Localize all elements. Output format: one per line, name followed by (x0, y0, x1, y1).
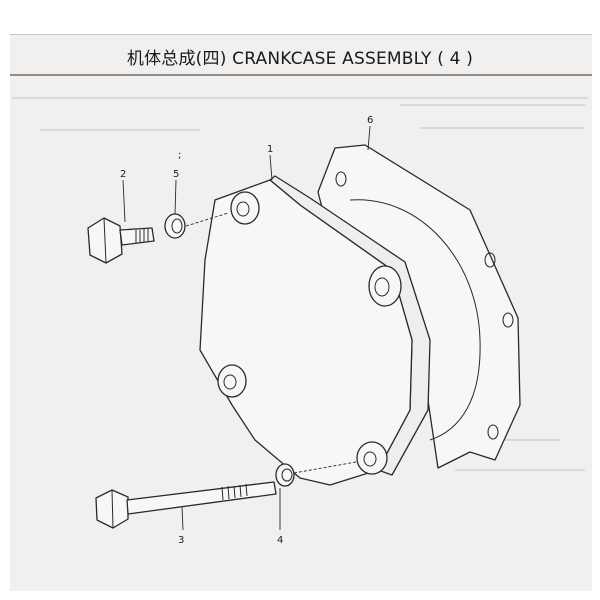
gasket-hole-icon (335, 171, 347, 187)
callout-2: 2 (120, 169, 126, 180)
cover-boss-icon (217, 364, 247, 398)
callout-1: 1 (267, 144, 273, 155)
bleed-through-marks (12, 97, 588, 471)
crankcase-cover-part-1 (199, 175, 431, 486)
title-rule (10, 74, 592, 76)
callout-4: 4 (277, 535, 283, 546)
washer-part-4 (275, 461, 357, 487)
page-title: 机体总成(四) CRANKCASE ASSEMBLY ( 4 ) (126, 49, 474, 69)
leader-lines (122, 125, 371, 531)
washer-part-5 (164, 212, 229, 239)
callout-5: 5 (173, 169, 179, 180)
callout-6: 6 (367, 115, 373, 126)
callout-3: 3 (178, 535, 184, 546)
long-bolt-part-3 (95, 481, 277, 529)
cover-boss-icon (356, 441, 388, 475)
scan-mark: ; (178, 150, 181, 161)
gasket-hole-icon (502, 312, 514, 328)
gasket-hole-icon (484, 252, 496, 268)
short-bolt-part-2 (87, 217, 155, 264)
cover-boss-icon (368, 265, 402, 307)
cover-boss-icon (230, 191, 260, 225)
gasket-hole-icon (487, 424, 499, 440)
